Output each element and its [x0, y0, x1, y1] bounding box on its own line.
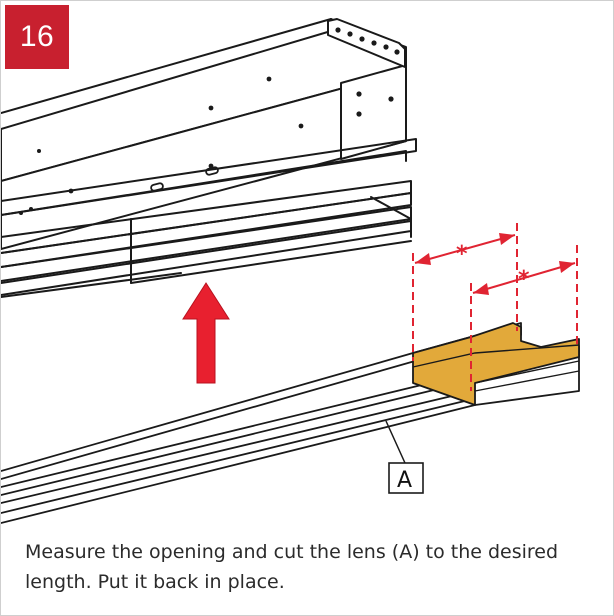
dimension-arrowheads: [415, 233, 575, 295]
step-number-badge: 16: [5, 5, 69, 69]
callout-a: A: [385, 420, 424, 494]
lens-rail: [1, 322, 580, 524]
dimension-mark-2: *: [518, 267, 530, 292]
fixture-housing: [1, 18, 417, 298]
arrow-up-icon: [182, 282, 230, 384]
instruction-text: Measure the opening and cut the lens (A)…: [25, 541, 559, 593]
dimension-mark-1: *: [456, 242, 468, 267]
callout-label: A: [397, 468, 412, 493]
step-number: 16: [19, 20, 55, 53]
lens-cut-section: [412, 322, 580, 406]
assembly-illustration: * * A: [1, 18, 580, 524]
mounting-bracket: [327, 18, 406, 68]
housing-holes: [19, 76, 394, 215]
dimension-lines: [412, 223, 578, 391]
